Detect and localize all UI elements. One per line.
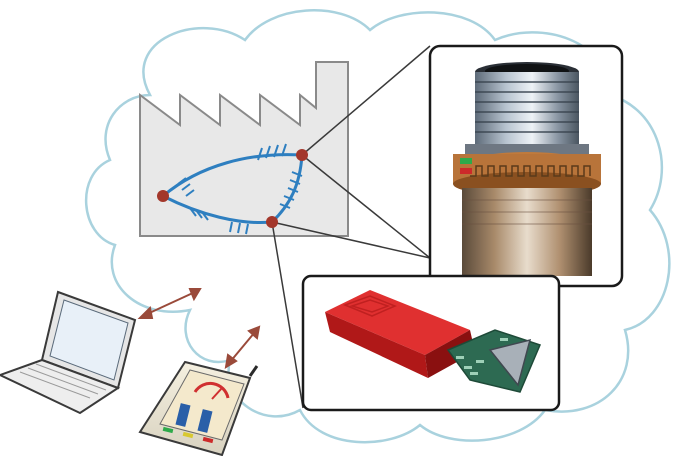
mesh-links [162, 143, 304, 235]
laptop-icon [0, 290, 137, 415]
arrow-phone-cloud [224, 325, 261, 369]
sensor-node-bottom [266, 216, 278, 228]
connector-lines [271, 45, 431, 409]
tool-sensor-panel [301, 274, 561, 412]
sensor-node-left [157, 190, 169, 202]
tool-sensor-icon [325, 290, 542, 393]
phone-icon [138, 360, 259, 456]
sensor-node-top-right [296, 149, 308, 161]
mesh-link-top [162, 153, 303, 198]
mesh-link-bottom [162, 194, 273, 224]
arrow-laptop-cloud [137, 288, 202, 319]
mesh-link-right [270, 154, 304, 224]
bolt-sensor-icon [453, 62, 601, 276]
bolt-sensor-panel [428, 44, 624, 288]
